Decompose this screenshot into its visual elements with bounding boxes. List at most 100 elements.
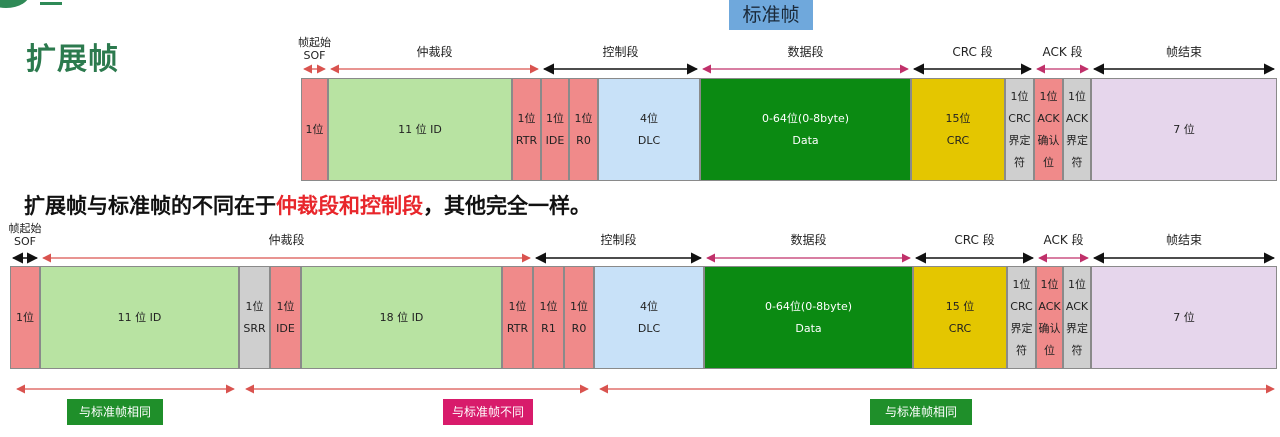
extended_frame-field: 1位 [10,266,40,369]
standard_frame-segment-label: 帧结束 [1165,45,1202,59]
extended_frame-field-text: 15 位 [945,299,975,313]
standard_frame-field-text: 1位 [305,122,324,136]
extended_frame-field-text: R0 [571,321,587,335]
extended_frame-field-text: R1 [541,321,556,335]
standard_frame-field-text: R0 [576,133,591,147]
extended_frame-field-text: IDE [276,321,295,335]
extended_frame-field-text: 界定 [1066,321,1088,335]
extended_frame-field-text: 1位 [16,310,34,324]
extended_frame-segment-label: ACK 段 [1043,233,1084,247]
extended_frame-field: 7 位 [1091,266,1277,369]
extended_frame-field-text: 符 [1071,343,1083,357]
standard_frame-field-text: CRC [946,133,970,147]
comparison-subtitle: 扩展帧与标准帧的不同在于仲裁段和控制段，其他完全一样。 [24,190,591,220]
extended_frame-field-text: 18 位 ID [379,310,424,324]
extended_frame-field-text: 1位 [539,299,558,313]
standard_frame-field-text: 1位 [1068,89,1086,103]
standard_frame-segment-label: CRC 段 [952,45,993,59]
extended_frame-segment-label: CRC 段 [954,233,995,247]
sof-label-line: SOF [14,235,36,248]
standard_frame-field-text: 符 [1014,155,1025,169]
extended_frame-field: 1位 RTR [502,266,533,369]
standard_frame-field-text: IDE [545,133,565,147]
extended_frame-field: 18 位 ID [301,266,502,369]
standard_frame-field-text: 1位 [517,111,536,125]
logo-mark-icon [40,0,62,5]
extended_frame-field: 4位 DLC [594,266,704,369]
extended_frame-field: 15 位 CRC [913,266,1007,369]
subtitle-before: 扩展帧与标准帧的不同在于 [24,194,276,218]
standard_frame-field: 7 位 [1091,78,1277,181]
standard_frame-field: 1位 CRC 界定符 [1005,78,1034,181]
extended_frame-field-text: 位 [1044,343,1055,357]
sof-label-line: 帧起始 [298,36,331,49]
extended_frame-field: 1位 ACK 确认位 [1036,266,1063,369]
extended_frame-field-text: 界定 [1010,321,1033,335]
standard_frame-field: 1位 IDE [541,78,569,181]
standard_frame-field: 1位 ACK 确认位 [1034,78,1063,181]
standard_frame-field-text: 界定 [1008,133,1031,147]
standard_frame-field-text: CRC [1008,111,1031,125]
extended_frame-field-text: 1位 [508,299,527,313]
extended_frame-field-text: 1位 [276,299,295,313]
standard_frame-segment-label: 仲裁段 [416,45,453,59]
extended_frame-field-text: DLC [637,321,661,335]
extended_frame-field-text: 11 位 ID [117,310,162,324]
comparison-tag: 与标准帧相同 [67,399,163,425]
extended_frame-field-text: 0-64位(0-8byte) [764,299,853,313]
standard_frame-field-text: 界定 [1066,133,1088,147]
standard_frame-field: 1位 [301,78,328,181]
extended_frame-field-text: CRC [948,321,972,335]
standard_frame-field-text: 4位 [640,111,658,125]
standard_frame-field-text: 11 位 ID [398,122,442,136]
extended_frame-field-text: 4位 [640,299,658,313]
standard_frame-field-text: 1位 [574,111,593,125]
standard_frame-field-text: 符 [1071,155,1083,169]
extended_frame-field: 11 位 ID [40,266,239,369]
standard-frame-label: 标准帧 [729,0,813,30]
subtitle-after: ，其他完全一样。 [423,194,591,218]
extended_frame-field-text: 1位 [1040,277,1059,291]
standard_frame-field-text: 1位 [546,111,564,125]
standard_frame-field-text: 15位 [945,111,971,125]
standard_frame-field-text: 1位 [1010,89,1029,103]
extended_frame-field-text: CRC [1010,299,1033,313]
subtitle-highlight: 仲裁段和控制段 [276,194,423,218]
extended_frame-field-text: 1位 [1068,277,1086,291]
extended_frame-field-text: RTR [506,321,529,335]
extended_frame-field-text: ACK [1065,299,1089,313]
standard_frame-field: 11 位 ID [328,78,512,181]
sof-label-line: SOF [303,49,326,62]
standard_frame-field-text: Data [792,133,819,147]
comparison-tag: 与标准帧相同 [870,399,972,425]
standard_frame-field-text: RTR [515,133,538,147]
logo-icon [0,0,30,8]
standard_frame-segment-label: 控制段 [602,45,639,59]
standard_frame-field-text: ACK [1037,111,1060,125]
standard_frame-field-text: DLC [637,133,661,147]
standard_frame-field-text: 位 [1043,155,1054,169]
extended_frame-field-text: 确认 [1038,321,1061,335]
extended_frame-field: 0-64位(0-8byte)Data [704,266,913,369]
standard_frame-field: 1位 R0 [569,78,598,181]
extended_frame-segment-label: 仲裁段 [268,233,305,247]
standard_frame-field-text: 1位 [1039,89,1058,103]
extended_frame-field-text: ACK [1038,299,1061,313]
standard_frame-field-text: 确认 [1037,133,1060,147]
extended_frame-field: 1位 ACK 界定符 [1063,266,1091,369]
extended_frame-field-text: SRR [243,321,266,335]
extended_frame-field: 1位 R1 [533,266,564,369]
extended_frame-field-text: 7 位 [1173,310,1195,324]
comparison-tag: 与标准帧不同 [443,399,533,425]
extended_frame-field-text: 1位 [570,299,588,313]
standard_frame-field: 4位 DLC [598,78,700,181]
standard_frame-field-text: 7 位 [1173,122,1195,136]
standard_frame-field-text: 0-64位(0-8byte) [761,111,850,125]
standard_frame-field: 0-64位(0-8byte) Data [700,78,911,181]
